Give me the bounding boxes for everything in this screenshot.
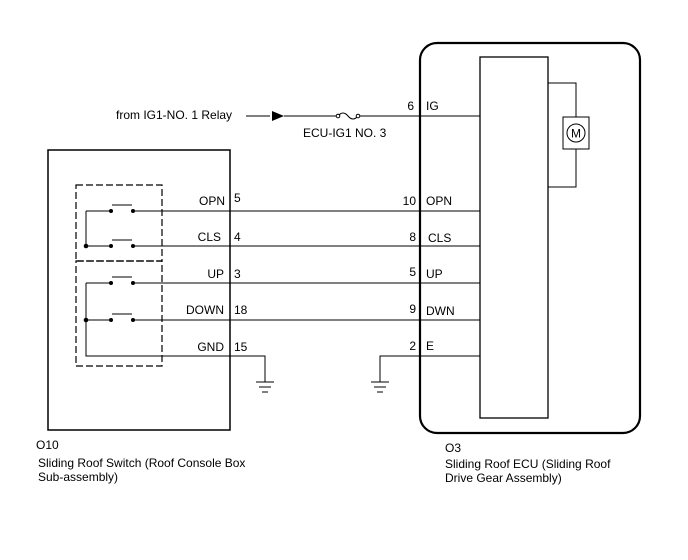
ecu-terminal-name: UP bbox=[426, 267, 443, 281]
switch-component-box bbox=[47, 149, 231, 431]
ecu-terminal-name: DWN bbox=[426, 304, 455, 318]
ecu-component-name-line2: Drive Gear Assembly) bbox=[445, 471, 562, 485]
ecu-component-box bbox=[418, 41, 642, 435]
switch-group-lower-outline bbox=[75, 260, 163, 367]
switch-terminal-pin: 5 bbox=[234, 191, 241, 205]
switch-contact-dots bbox=[83, 209, 135, 323]
fuse-label: ECU-IG1 NO. 3 bbox=[303, 126, 387, 140]
switch-terminal-name: CLS bbox=[198, 230, 221, 244]
ecu-terminal-name: E bbox=[426, 339, 434, 353]
ecu-terminal-pin: 10 bbox=[403, 194, 417, 208]
ecu-terminal-pin: 9 bbox=[409, 302, 416, 316]
ground-icon bbox=[371, 381, 389, 393]
ecu-terminal-name: CLS bbox=[428, 231, 451, 245]
switch-internal-wiring bbox=[85, 204, 230, 357]
ecu-terminal-pin: 2 bbox=[409, 339, 416, 353]
ecu-internal-block bbox=[479, 56, 549, 419]
source-label: from IG1-NO. 1 Relay bbox=[116, 108, 232, 122]
switch-component-id: O10 bbox=[36, 438, 59, 452]
ecu-terminal-name: OPN bbox=[426, 194, 452, 208]
fuse-terminal-right bbox=[355, 113, 361, 119]
switch-group-upper-outline bbox=[75, 184, 163, 262]
ecu-component-id: O3 bbox=[445, 441, 462, 455]
ecu-terminal-pin: 5 bbox=[409, 265, 416, 279]
harness-wires bbox=[230, 112, 480, 382]
ecu-terminal-pin: 8 bbox=[409, 230, 416, 244]
switch-component-name-line2: Sub-assembly) bbox=[38, 470, 119, 484]
switch-terminal-pin: 3 bbox=[234, 267, 241, 281]
motor-label: M bbox=[571, 127, 581, 141]
switch-terminal-pin: 4 bbox=[234, 230, 241, 244]
switch-terminal-name: OPN bbox=[199, 194, 225, 208]
fuse-terminal-left bbox=[335, 113, 341, 119]
motor-icon bbox=[566, 123, 586, 143]
switch-terminal-pin: 15 bbox=[234, 340, 248, 354]
switch-component-name-line1: Sliding Roof Switch (Roof Console Box bbox=[38, 456, 246, 470]
ecu-terminal-name: IG bbox=[426, 99, 439, 113]
switch-terminal-name: GND bbox=[197, 340, 224, 354]
switch-terminal-name: DOWN bbox=[186, 303, 224, 317]
ground-icon bbox=[256, 381, 274, 393]
switch-terminal-pin: 18 bbox=[234, 303, 248, 317]
ecu-terminal-pin: 6 bbox=[407, 99, 414, 113]
feed-arrow-icon bbox=[272, 111, 284, 121]
switch-terminal-name: UP bbox=[207, 267, 224, 281]
ecu-component-name-line1: Sliding Roof ECU (Sliding Roof bbox=[445, 457, 611, 471]
